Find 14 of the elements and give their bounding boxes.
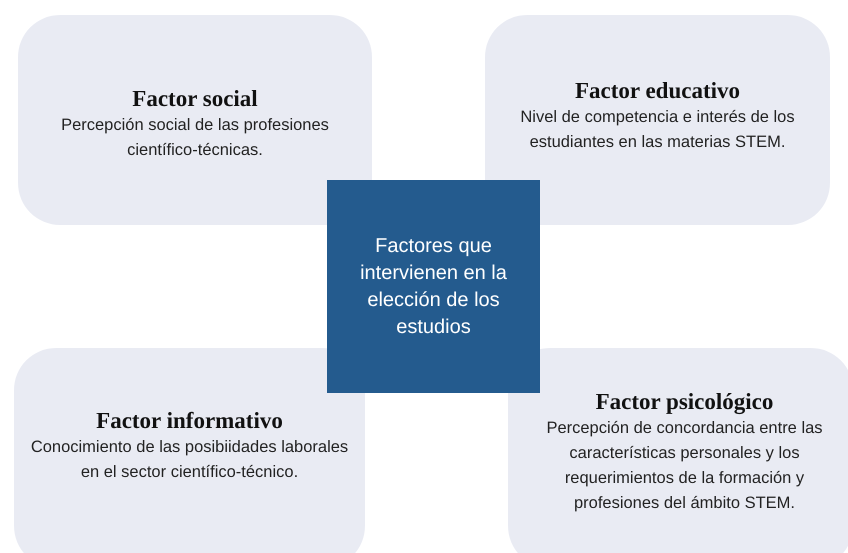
factor-description: Conocimiento de las posibiidades laborales en el sector científico-técnico. (30, 437, 350, 483)
factor-card (14, 348, 365, 553)
center-box (327, 180, 540, 393)
factor-heading: Factor psicológico (596, 388, 774, 416)
factor-heading: Factor social (132, 85, 258, 113)
factor-heading: Factor educativo (574, 77, 740, 105)
factor-heading: Factor informativo (96, 407, 283, 435)
factor-description: Nivel de competencia e interés de los estudiantes en las materias STEM. (519, 107, 796, 153)
factor-description: Percepción de concordancia entre las características personales y los requerimientos de la formación y profesiones del ámbito STEM. (545, 418, 824, 514)
factor-card (18, 15, 372, 225)
factor-description: Percepción social de las profesiones científico-técnicas. (60, 115, 330, 161)
center-title: Factores que intervienen en la elección de los estudios (359, 234, 508, 340)
factor-card (485, 15, 830, 225)
factor-card (508, 348, 848, 553)
